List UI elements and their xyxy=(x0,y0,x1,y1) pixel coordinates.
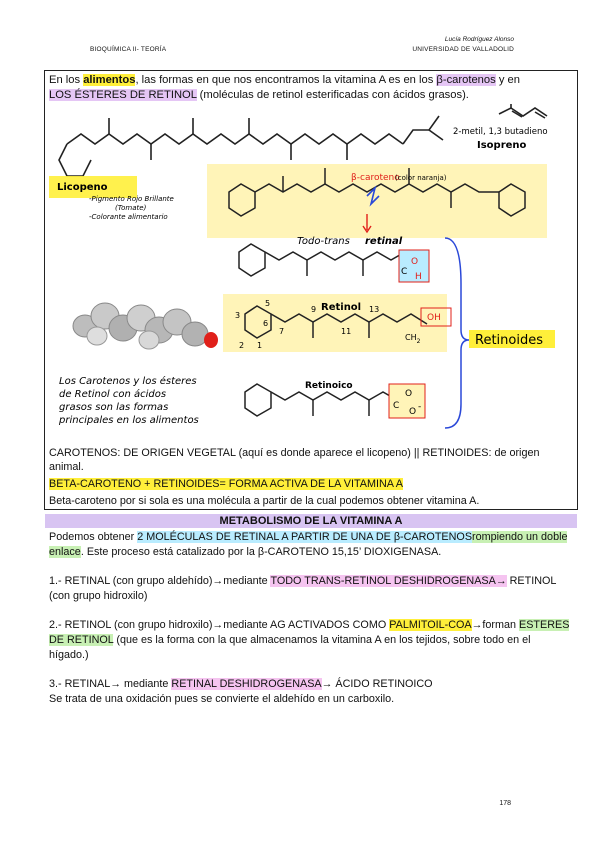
step-2: 2.- RETINOL (con grupo hidroxilo)→median… xyxy=(49,619,570,661)
licopeno-highlight xyxy=(49,176,137,198)
alimentos-highlight: alimentos xyxy=(83,74,136,86)
retinol-num-5: 5 xyxy=(265,299,270,308)
beta-carotene-label: β-caroteno xyxy=(351,173,400,183)
retinal-prefix: Todo-trans xyxy=(297,236,350,247)
carboxyl-box xyxy=(388,383,426,419)
isoprene-label: Isopreno xyxy=(477,140,527,151)
retinal-label: retinal xyxy=(365,236,403,247)
header-course: BIOQUÍMICA II- TEORÍA xyxy=(90,46,167,53)
cleavage-mark xyxy=(366,185,380,207)
step-1: 1.- RETINAL (con grupo aldehído)→mediant… xyxy=(49,575,557,602)
retinol-num-6: 6 xyxy=(263,319,268,328)
space-filling-model xyxy=(72,302,218,350)
retinol-num-2: 2 xyxy=(239,341,244,350)
active-form-highlight: BETA-CAROTENO + RETINOIDES= FORMA ACTIVA… xyxy=(49,478,403,490)
notes-origin: CAROTENOS: DE ORIGEN VEGETAL (aquí es do… xyxy=(49,447,540,473)
carboxyl-minus: - xyxy=(418,402,421,412)
metabolismo-title: METABOLISMO DE LA VITAMINA A xyxy=(45,514,577,528)
carotenos-note-4: principales en los alimentos xyxy=(58,415,199,426)
two-retinal-highlight: 2 MOLÉCULAS DE RETINAL A PARTIR DE UNA D… xyxy=(137,531,473,543)
metabolismo-body: Podemos obtener 2 MOLÉCULAS DE RETINAL A… xyxy=(49,530,573,721)
beta-carotene-panel xyxy=(207,164,547,238)
esteres-highlight: LOS ÉSTERES DE RETINOL xyxy=(49,89,197,101)
hydroxyl-box xyxy=(420,307,452,327)
retinoides-highlight xyxy=(469,330,555,348)
intro-paragraph: En los alimentos, las formas en que nos … xyxy=(49,74,520,101)
retinol-num-1: 1 xyxy=(257,341,262,350)
header-author: Lucía Rodríguez Alonso xyxy=(444,36,514,43)
step-3-explanation: Se trata de una oxidación pues se convie… xyxy=(49,693,395,705)
retinoic-acid-structure xyxy=(244,383,412,417)
aldehyde-c: C xyxy=(401,267,407,277)
retinol-num-11: 11 xyxy=(341,327,351,336)
lycopene-note-1: -Pigmento Rojo Brillante xyxy=(89,195,174,203)
page-number: 178 xyxy=(499,800,511,807)
carotenoid-structures-figure: 2-metil, 1,3 butadieno Isopreno Licopeno… xyxy=(49,104,555,429)
notes-betacarotene: Beta-caroteno por si sola es una molécul… xyxy=(49,495,480,507)
lycopene-label: Licopeno xyxy=(57,182,108,193)
header-university: UNIVERSIDAD DE VALLADOLID xyxy=(412,46,514,53)
step1-enzyme-highlight: TODO TRANS-RETINOL DESHIDROGENASA→ xyxy=(270,575,507,587)
isoprene-chem-name: 2-metil, 1,3 butadieno xyxy=(453,127,548,137)
content-frame xyxy=(44,70,578,510)
carotenos-note-2: de Retinol con ácidos xyxy=(59,388,166,400)
retinoic-label: Retinoico xyxy=(305,381,353,391)
step-3: 3.- RETINAL→ mediante RETINAL DESHIDROGE… xyxy=(49,678,433,705)
bcarotenos-highlight: β-carotenos xyxy=(436,74,496,86)
step3-enzyme-highlight: RETINAL DESHIDROGENASA xyxy=(171,678,322,690)
retinol-num-13: 13 xyxy=(369,305,379,314)
carotenos-note-3: grasos son las formas xyxy=(59,402,168,413)
metabolismo-intro: Podemos obtener 2 MOLÉCULAS DE RETINAL A… xyxy=(49,531,568,558)
retinol-num-7: 7 xyxy=(279,327,284,336)
carotenos-note-1: Los Carotenos y los ésteres xyxy=(59,375,197,387)
retinol-label: Retinol xyxy=(321,302,361,313)
retinol-num-3: 3 xyxy=(235,311,240,320)
retinoides-bracket xyxy=(444,237,470,429)
lycopene-note-2: (Tomate) xyxy=(115,204,147,212)
retinol-num-9: 9 xyxy=(311,305,316,314)
carboxyl-o1: O xyxy=(405,389,412,399)
retinal-structure xyxy=(238,243,406,277)
carboxyl-c: C xyxy=(393,401,399,411)
aldehyde-o: O xyxy=(411,257,418,267)
hydroxyl-label: OH xyxy=(427,313,441,323)
lycopene-note-3: -Colorante alimentario xyxy=(89,213,168,221)
beta-carotene-color: (color naranja) xyxy=(395,174,447,182)
retinol-panel xyxy=(223,294,447,352)
palmitoil-highlight: PALMITOIL-COA xyxy=(389,619,472,631)
retinol-ch2: CH2 xyxy=(405,333,421,345)
arrow-down-icon xyxy=(362,214,372,234)
isoprene-structure xyxy=(498,104,548,119)
aldehyde-box xyxy=(398,249,430,283)
aldehyde-h: H xyxy=(415,272,422,282)
notes-block: CAROTENOS: DE ORIGEN VEGETAL (aquí es do… xyxy=(49,446,573,511)
carboxyl-o2: O xyxy=(409,407,416,417)
retinoides-label: Retinoides xyxy=(475,333,543,348)
retinol-structure xyxy=(244,305,428,339)
